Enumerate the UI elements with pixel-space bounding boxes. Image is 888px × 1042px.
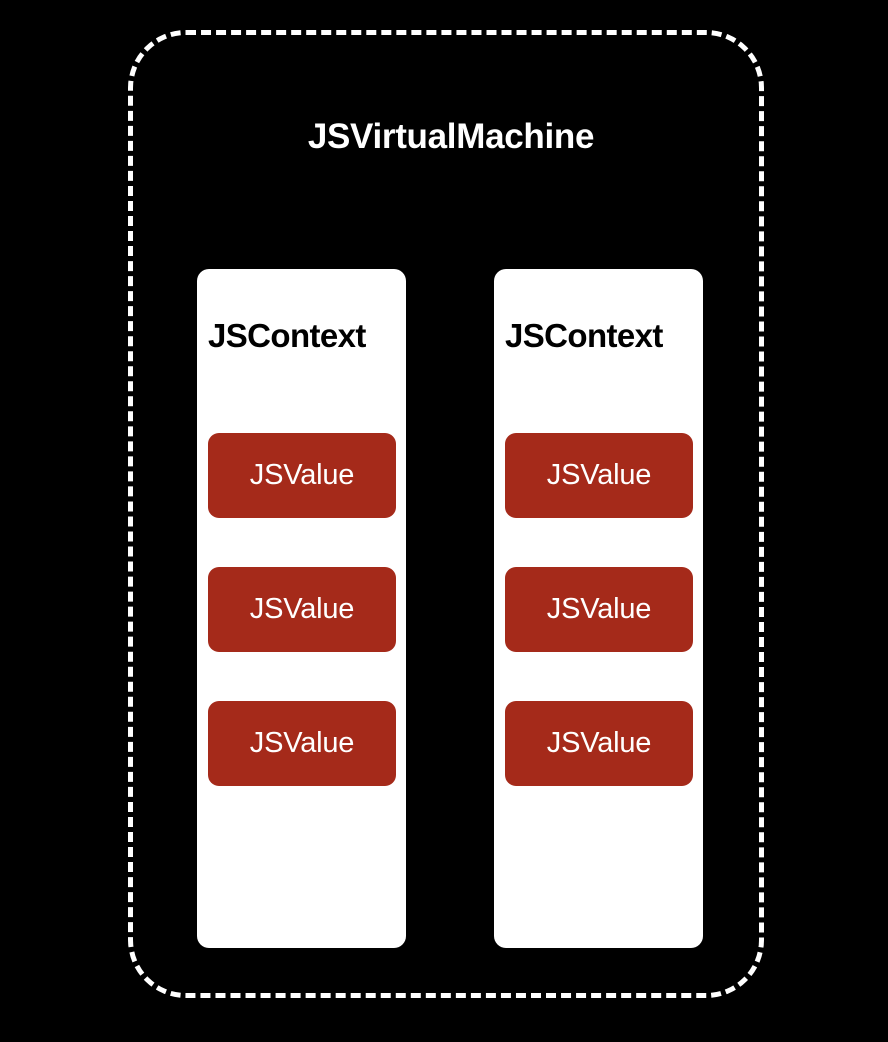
jsvalue-label-1-3: JSValue <box>249 727 355 759</box>
jsvalue-box-2-1: JSValue <box>505 433 693 518</box>
jscontext-row: JSContext JSValue JSValue JSValue JSCont… <box>197 269 703 948</box>
jsvalue-box-1-2: JSValue <box>208 567 396 652</box>
jsvalue-box-2-2: JSValue <box>505 567 693 652</box>
jscontext-box-1: JSContext JSValue JSValue JSValue <box>197 269 406 948</box>
jsvalue-label-1-2: JSValue <box>249 593 355 625</box>
jscontext-box-2: JSContext JSValue JSValue JSValue <box>494 269 703 948</box>
jscontext-title-2: JSContext <box>505 317 663 354</box>
jsvalue-stack-1: JSValue JSValue JSValue <box>208 433 396 786</box>
jsvalue-box-2-3: JSValue <box>505 701 693 786</box>
jsvirtualmachine-container: JSVirtualMachine JSContext JSValue JSVal… <box>128 30 764 998</box>
jsvirtualmachine-title: JSVirtualMachine <box>307 117 595 156</box>
jsvalue-label-1-1: JSValue <box>249 459 355 491</box>
jsvalue-stack-2: JSValue JSValue JSValue <box>505 433 693 786</box>
jsvalue-label-2-3: JSValue <box>546 727 652 759</box>
jsvalue-label-2-2: JSValue <box>546 593 652 625</box>
jscontext-title-1: JSContext <box>208 317 366 354</box>
jsvalue-box-1-1: JSValue <box>208 433 396 518</box>
jsvalue-box-1-3: JSValue <box>208 701 396 786</box>
jsvalue-label-2-1: JSValue <box>546 459 652 491</box>
